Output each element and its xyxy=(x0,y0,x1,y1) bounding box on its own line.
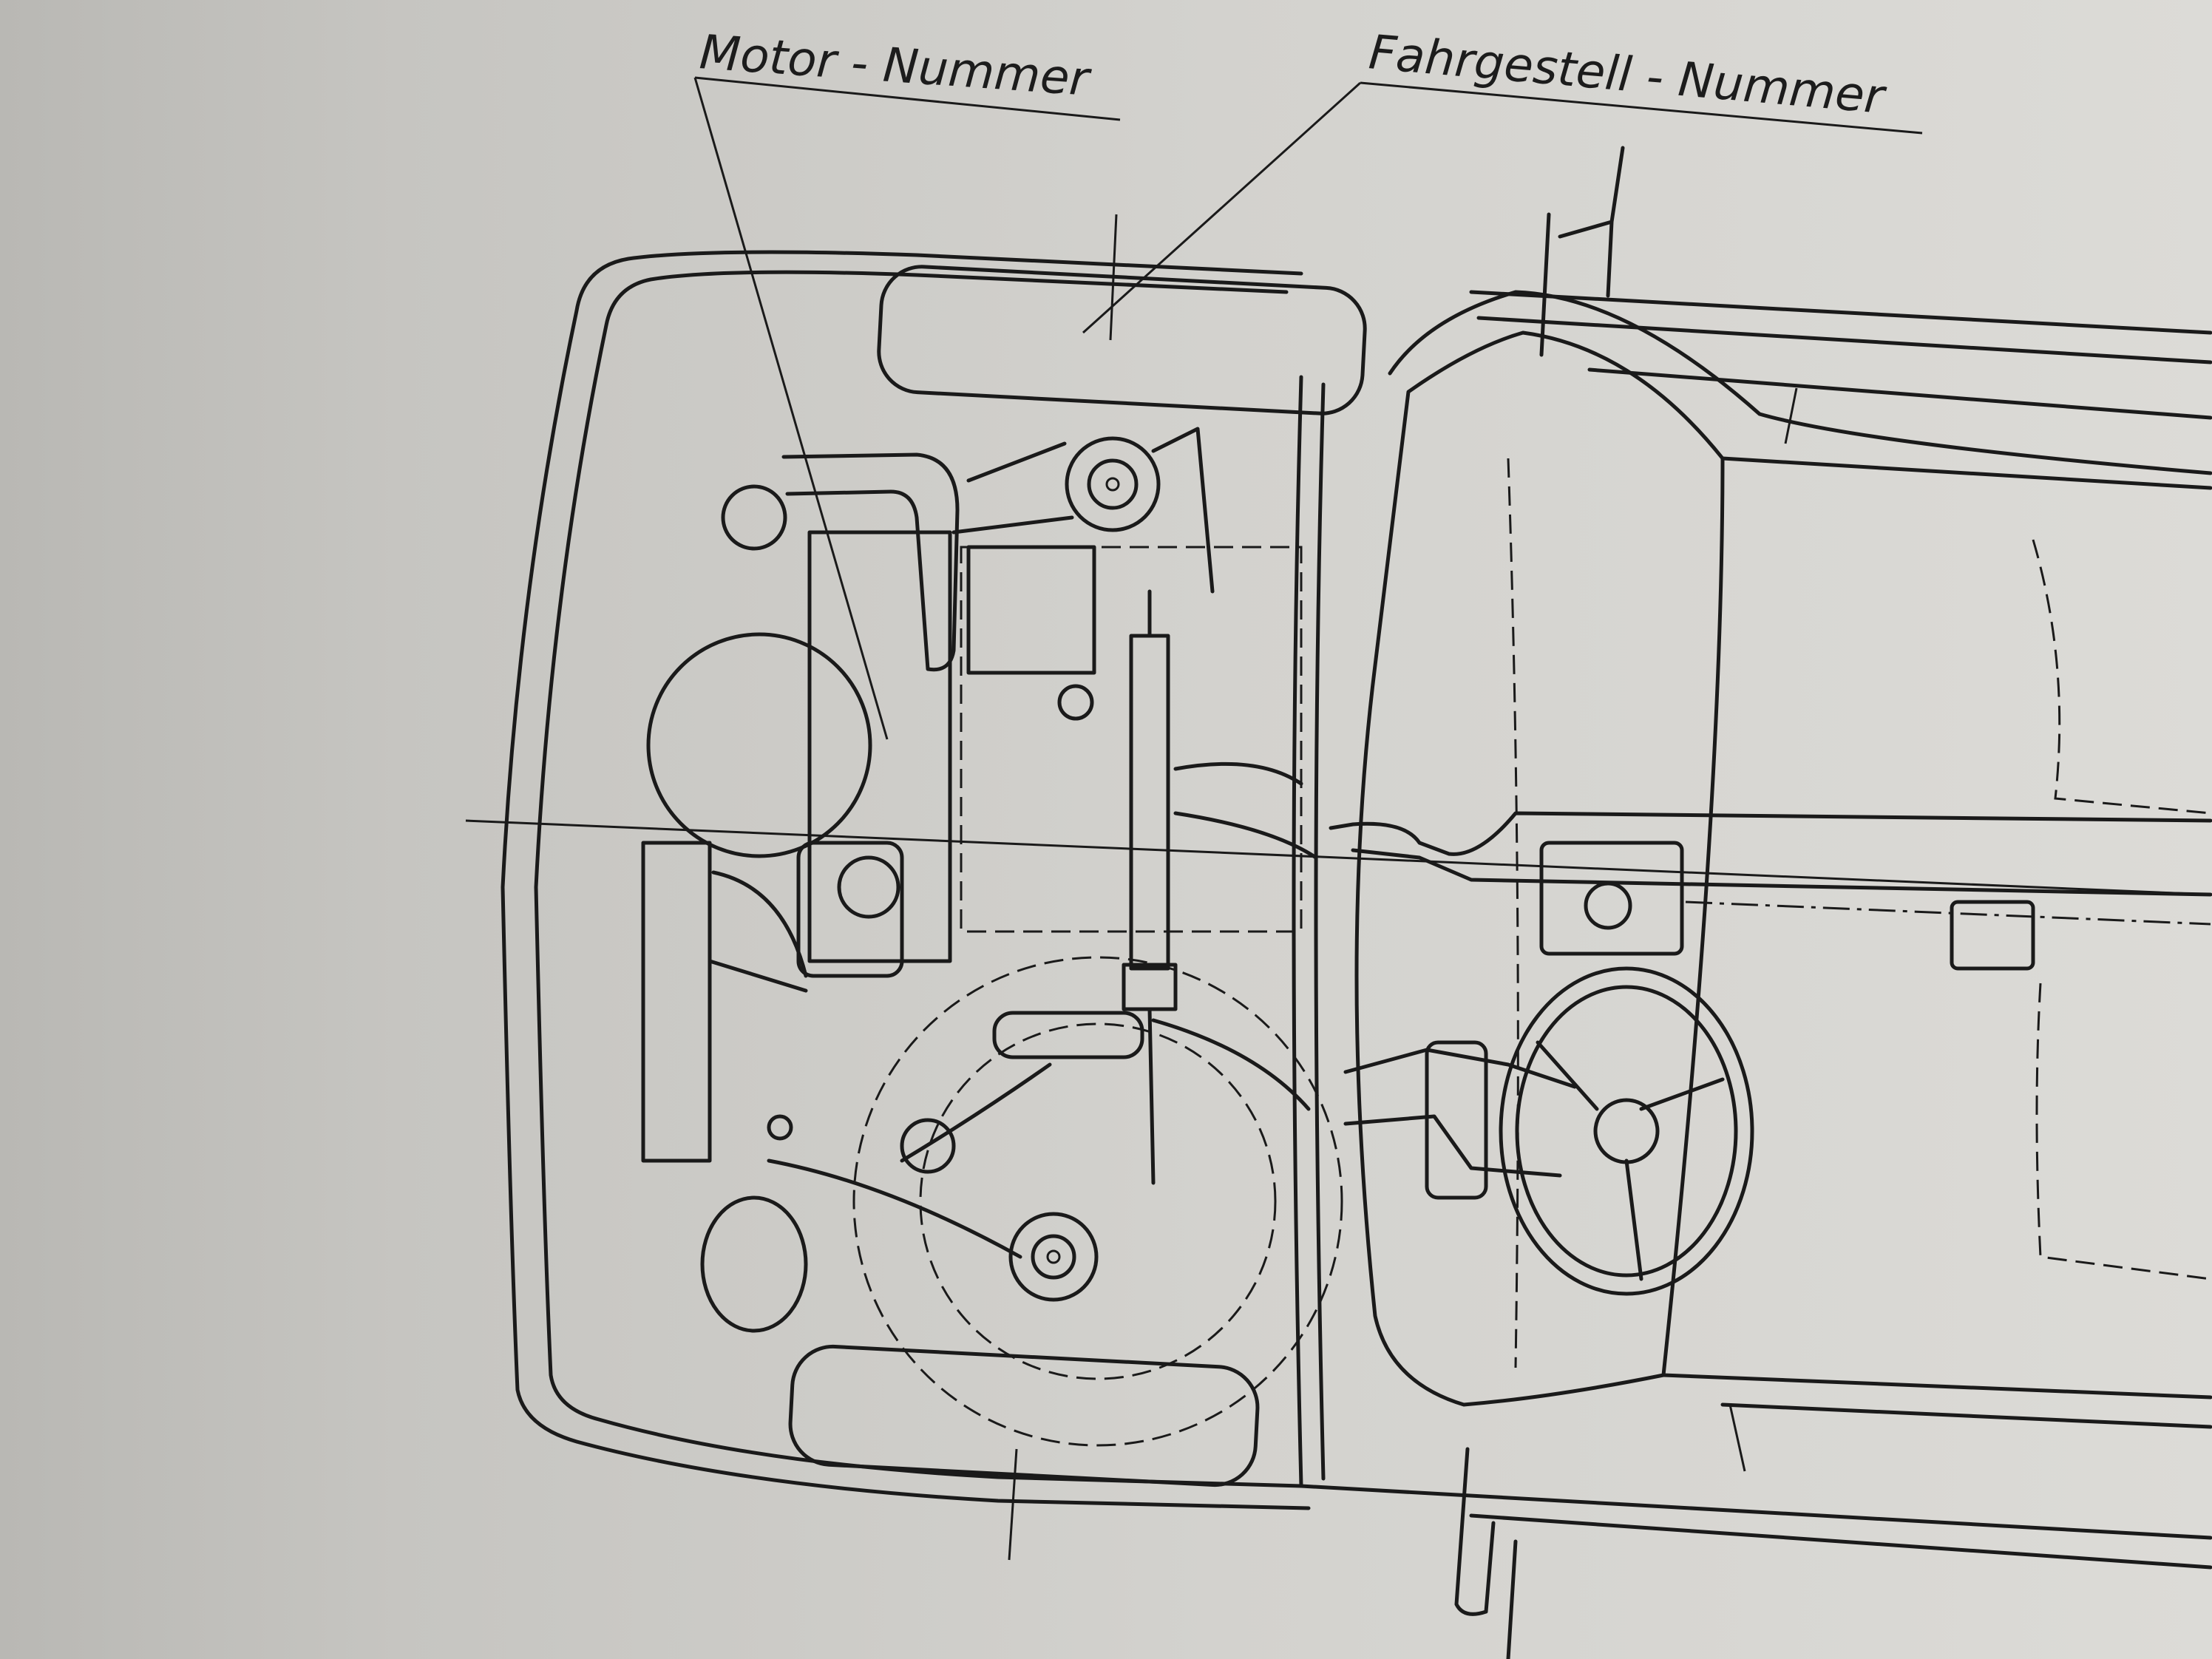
interior xyxy=(1329,458,2212,1368)
chassis-number-label: Fahrgestell - Nummer xyxy=(1367,25,1889,125)
motor-number-label: Motor - Nummer xyxy=(698,25,1093,107)
lower-pulley xyxy=(1008,1212,1099,1302)
car-body-outline xyxy=(501,146,2212,1659)
carburettor xyxy=(966,545,1096,675)
steering-column xyxy=(1129,634,1170,971)
chassis-number-underline xyxy=(1360,81,1923,135)
upper-pulley xyxy=(1065,436,1161,532)
bottom-headlight-housing xyxy=(788,1344,1260,1487)
air-filter xyxy=(646,632,872,858)
steering-wheel xyxy=(1499,966,1754,1296)
centre-lines xyxy=(465,214,2211,1561)
top-headlight-housing xyxy=(877,265,1367,415)
motor-number-leader-line xyxy=(693,77,889,740)
washer-bottle xyxy=(700,1195,808,1333)
spare-wheel xyxy=(852,956,1343,1447)
fluid-reservoir-cap xyxy=(721,484,787,551)
radiator xyxy=(641,841,712,1163)
engine-block xyxy=(807,530,952,963)
chassis-number-leader-line xyxy=(1082,81,1362,334)
chassis-number-label-group: Fahrgestell - Nummer xyxy=(1082,25,1923,334)
motor-number-underline xyxy=(694,76,1121,121)
gear-shift-base xyxy=(1539,841,1684,956)
top-mirror-mount xyxy=(1539,146,1625,357)
bottom-mirror-mount xyxy=(1454,1447,1518,1659)
engine-assembly xyxy=(641,427,1343,1447)
motor-number-label-group: Motor - Nummer xyxy=(693,25,1121,740)
